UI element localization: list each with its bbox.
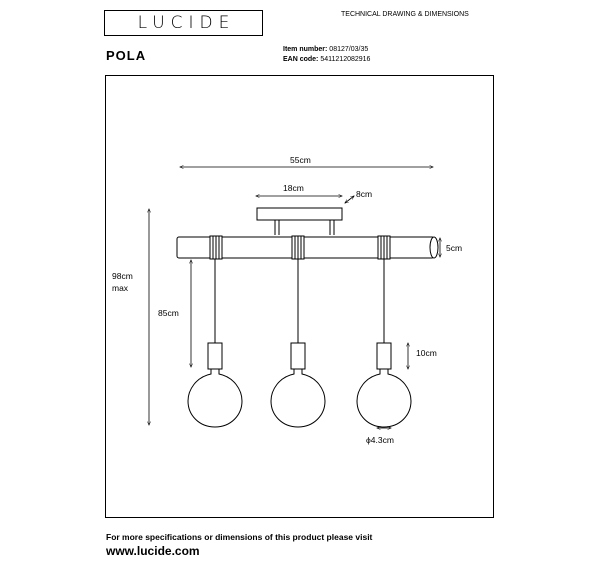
document-type: TECHNICAL DRAWING & DIMENSIONS <box>341 11 469 18</box>
lamp-bar <box>176 235 439 260</box>
brand-logo: LUCIDE <box>104 10 263 36</box>
pendant-light-2 <box>270 259 326 428</box>
item-number-value: 08127/03/35 <box>329 46 369 53</box>
pendant-light-3 <box>356 259 412 428</box>
label-diameter: ϕ4.3cm <box>366 435 394 445</box>
product-meta: Item number: 08127/03/35 EAN code: 54112… <box>283 45 370 65</box>
label-canopy-width: 18cm <box>283 183 304 193</box>
label-canopy-depth: 8cm <box>356 189 372 199</box>
ean-value: 5411212082916 <box>320 56 371 63</box>
product-name: POLA <box>106 48 147 63</box>
canopy <box>256 207 343 235</box>
label-lampholder-height: 10cm <box>416 348 437 358</box>
item-number-label: Item number: <box>283 46 328 53</box>
ean-label: EAN code: <box>283 56 319 63</box>
label-bar-height: 5cm <box>446 243 462 253</box>
drawing-frame <box>105 75 494 518</box>
label-total-width: 55cm <box>290 155 311 165</box>
label-total-height-note: max <box>112 283 129 293</box>
item-number-row: Item number: 08127/03/35 <box>283 45 370 55</box>
brand-logo-text: LUCIDE <box>137 13 236 33</box>
footer-url-link[interactable]: www.lucide.com <box>106 544 200 558</box>
label-pendant-height: 85cm <box>158 308 179 318</box>
ean-row: EAN code: 5411212082916 <box>283 55 370 65</box>
pendant-light-1 <box>187 259 243 428</box>
label-total-height: 98cm <box>112 271 133 281</box>
dim-line-canopy-depth <box>345 196 354 203</box>
footer-text: For more specifications or dimensions of… <box>106 532 373 542</box>
